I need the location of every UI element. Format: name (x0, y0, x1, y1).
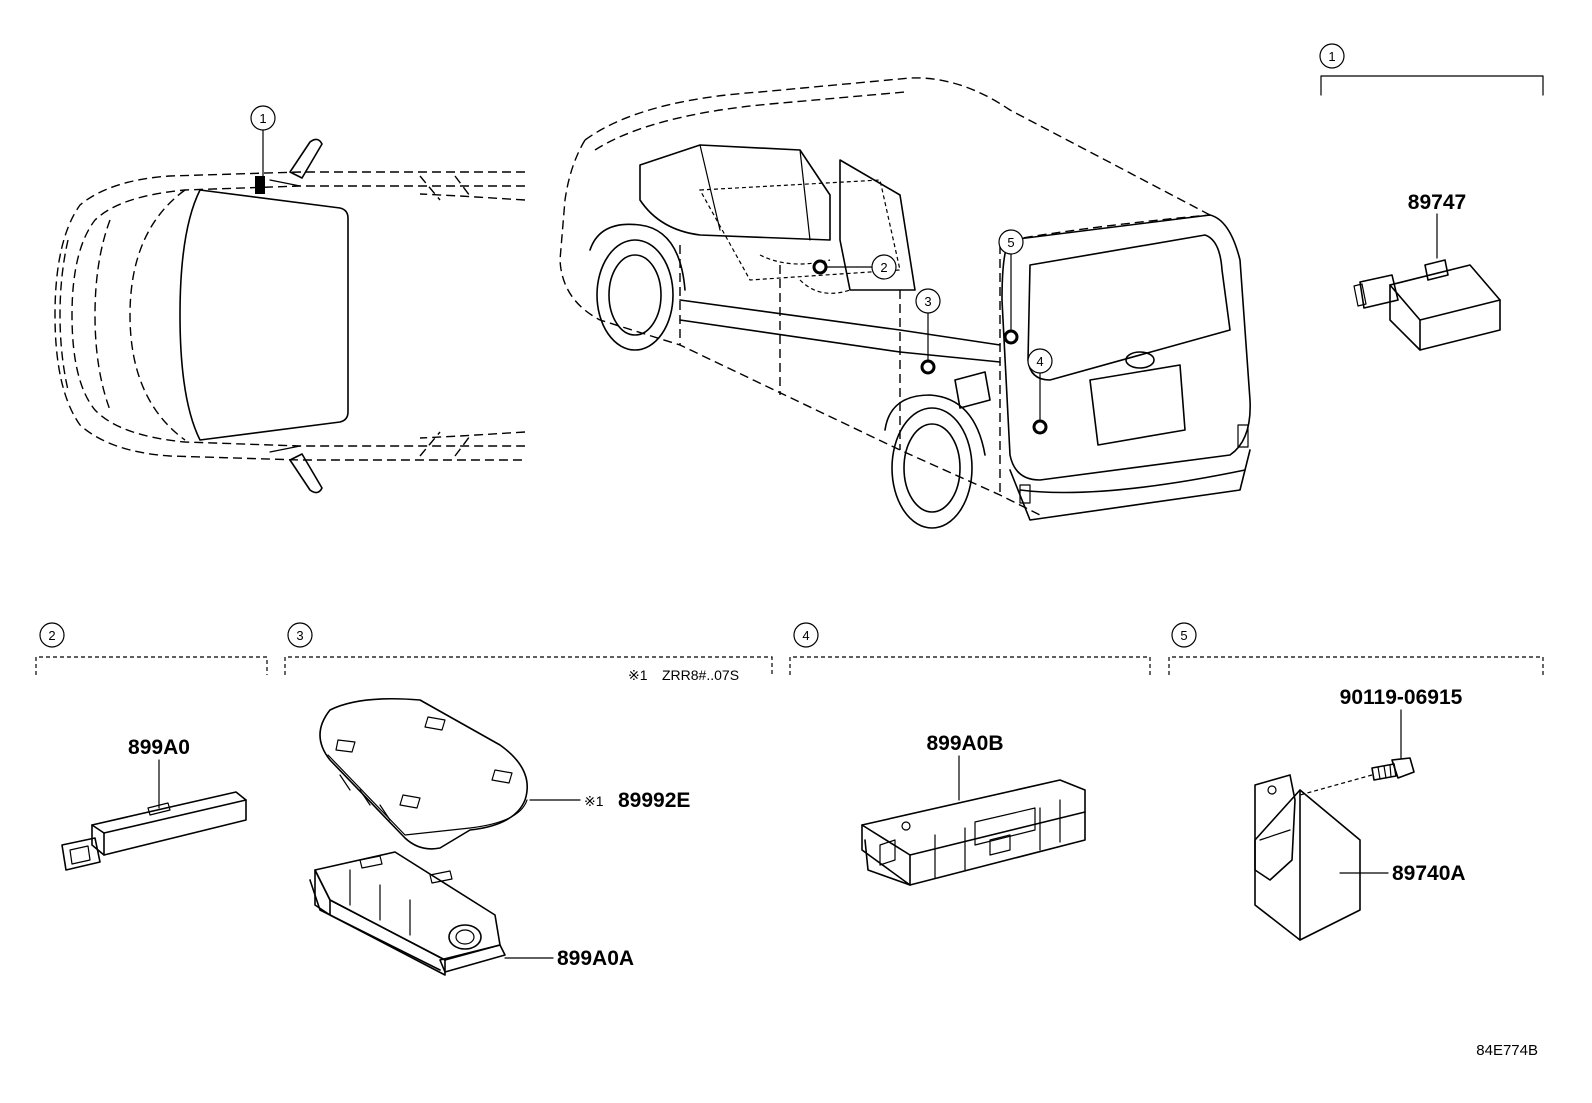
callout-2-loc: 2 (871, 254, 897, 280)
section-3: 3 ※1 ZRR8#..07S ※1 89992E 899A0A (284, 622, 773, 976)
svg-text:1: 1 (1328, 49, 1335, 64)
vehicle-top-view: 1 (54, 105, 526, 494)
part-number-899A0: 899A0 (128, 736, 190, 759)
part-number-90119-06915: 90119-06915 (1340, 686, 1463, 709)
part-89740A-drawing (1254, 774, 1361, 941)
callout-3-loc: 3 (915, 288, 941, 314)
svg-text:3: 3 (296, 628, 303, 643)
svg-text:3: 3 (924, 294, 931, 309)
part-89992E-drawing (319, 698, 529, 850)
part-number-899A0A: 899A0A (557, 947, 634, 970)
section-4: 4 899A0B (789, 622, 1151, 886)
vehicle-rear-view: 2 3 5 4 (559, 77, 1251, 529)
part-899A0-drawing (61, 791, 247, 871)
sensor-point-2 (812, 259, 828, 275)
callout-1-top: 1 (250, 105, 276, 131)
svg-text:1: 1 (259, 111, 266, 126)
part-899A0B-drawing (861, 779, 1086, 886)
part-number-89740A: 89740A (1392, 862, 1466, 885)
section-2: 2 899A0 (35, 622, 268, 871)
part-899A0A-drawing (309, 851, 506, 976)
sensor-location-marker (255, 176, 265, 194)
callout-4-loc: 4 (1027, 348, 1053, 374)
part-number-89992E: 89992E (618, 789, 690, 812)
part-89747-drawing (1353, 259, 1501, 351)
sensor-point-3 (920, 359, 936, 375)
diagram-code: 84E774B (1476, 1042, 1538, 1059)
sensor-point-5 (1003, 329, 1019, 345)
part-number-89747: 89747 (1408, 191, 1466, 214)
svg-text:4: 4 (1036, 354, 1043, 369)
svg-text:4: 4 (802, 628, 809, 643)
bolt-drawing (1371, 757, 1415, 781)
part-mark: ※1 (584, 793, 604, 809)
svg-text:5: 5 (1007, 235, 1014, 250)
callout-5-loc: 5 (998, 229, 1024, 255)
applicability-note-mark: ※1 (628, 667, 648, 683)
section-5: 5 90119-06915 89740A (1168, 622, 1544, 941)
svg-text:5: 5 (1180, 628, 1187, 643)
applicability-note-text: ZRR8#..07S (662, 667, 739, 683)
part-number-899A0B: 899A0B (926, 732, 1003, 755)
sensor-point-4 (1032, 419, 1048, 435)
section-1: 1 89747 (1319, 43, 1544, 351)
svg-text:2: 2 (48, 628, 55, 643)
svg-text:2: 2 (880, 260, 887, 275)
